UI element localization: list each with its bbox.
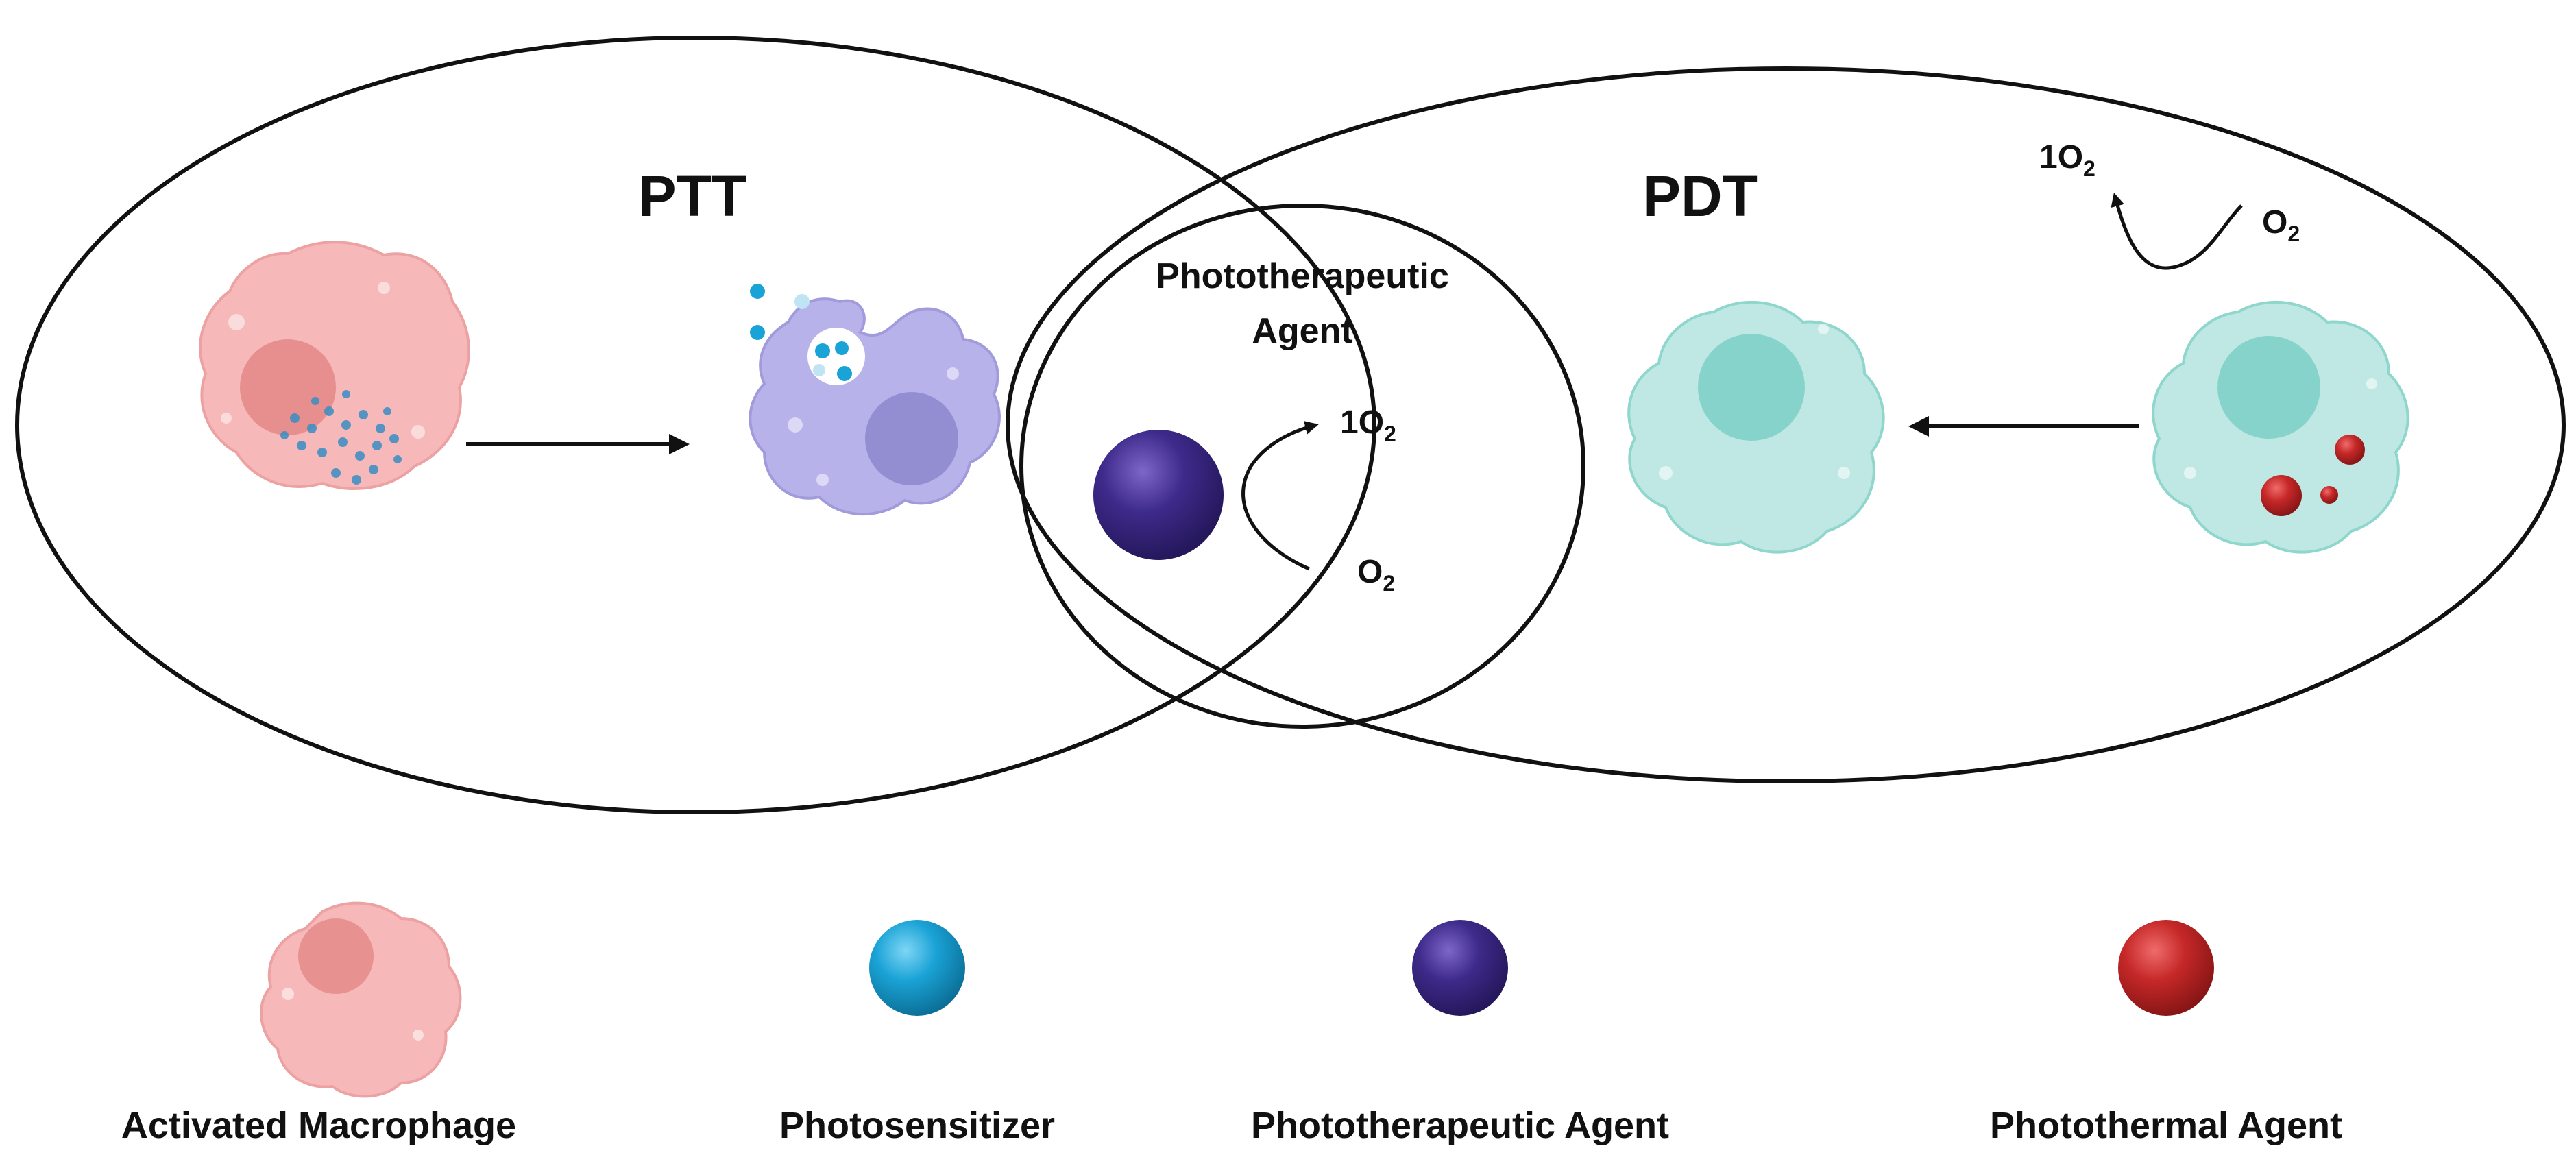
photothermal-agent-particles	[2261, 435, 2365, 516]
legend-item-phototherapeutic-agent: Phototherapeutic Agent	[1251, 920, 1669, 1146]
legend-label-photosensitizer: Photosensitizer	[779, 1105, 1055, 1146]
teal-cell-before	[2152, 300, 2409, 554]
photosensitizer-icon	[869, 920, 965, 1016]
legend-item-activated-macrophage: Activated Macrophage	[121, 901, 516, 1146]
overlap-title-line1: Phototherapeutic	[1156, 256, 1449, 296]
legend-item-photosensitizer: Photosensitizer	[779, 920, 1055, 1146]
activated-macrophage-cell	[199, 241, 470, 490]
overlap-title-line2: Agent	[1252, 311, 1352, 351]
phototherapeutic-agent-sphere	[1093, 430, 1224, 560]
photothermal-agent-icon	[2118, 920, 2214, 1016]
legend-item-photothermal-agent: Photothermal Agent	[1990, 920, 2342, 1146]
ptt-region-ellipse	[15, 36, 1376, 814]
pdt-region-ellipse	[1006, 66, 2566, 783]
legend-label-photothermal-agent: Photothermal Agent	[1990, 1105, 2342, 1146]
purple-macrophage-cell	[749, 297, 1001, 516]
pdt-singlet-oxygen-label: 1O2	[2039, 139, 2095, 181]
macrophage-icon	[260, 901, 462, 1098]
legend-label-activated-macrophage: Activated Macrophage	[121, 1105, 516, 1146]
legend: Activated Macrophage Photosensitizer Pho…	[121, 901, 2342, 1146]
center-reaction-arrow	[1241, 421, 1319, 571]
pdt-oxygen-label: O2	[2262, 204, 2300, 246]
center-singlet-oxygen-label: 1O2	[1340, 404, 1396, 446]
phototherapeutic-agent-icon	[1412, 920, 1508, 1016]
ptt-title: PTT	[638, 164, 747, 228]
photosensitizer-particles-cluster	[280, 390, 402, 485]
center-oxygen-label: O2	[1357, 554, 1395, 596]
legend-label-phototherapeutic-agent: Phototherapeutic Agent	[1251, 1105, 1669, 1146]
engulfed-photosensitizer-particles	[750, 284, 852, 381]
pdt-title: PDT	[1642, 164, 1758, 228]
pdt-reaction-arrow	[2111, 193, 2243, 270]
teal-cell-after	[1627, 300, 1885, 554]
overlap-region-ellipse	[1019, 204, 1585, 729]
